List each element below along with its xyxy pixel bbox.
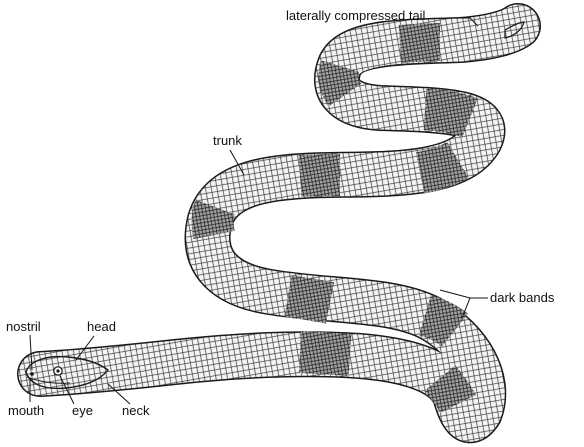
label-trunk: trunk [213,133,242,148]
label-mouth: mouth [8,403,44,418]
label-eye: eye [72,403,93,418]
snake-body [40,26,518,420]
label-tail: laterally compressed tail [286,8,426,23]
label-dark-bands: dark bands [490,290,555,305]
label-head: head [87,319,116,334]
nostril-icon [30,372,34,376]
label-neck: neck [122,403,150,418]
label-nostril: nostril [6,319,41,334]
